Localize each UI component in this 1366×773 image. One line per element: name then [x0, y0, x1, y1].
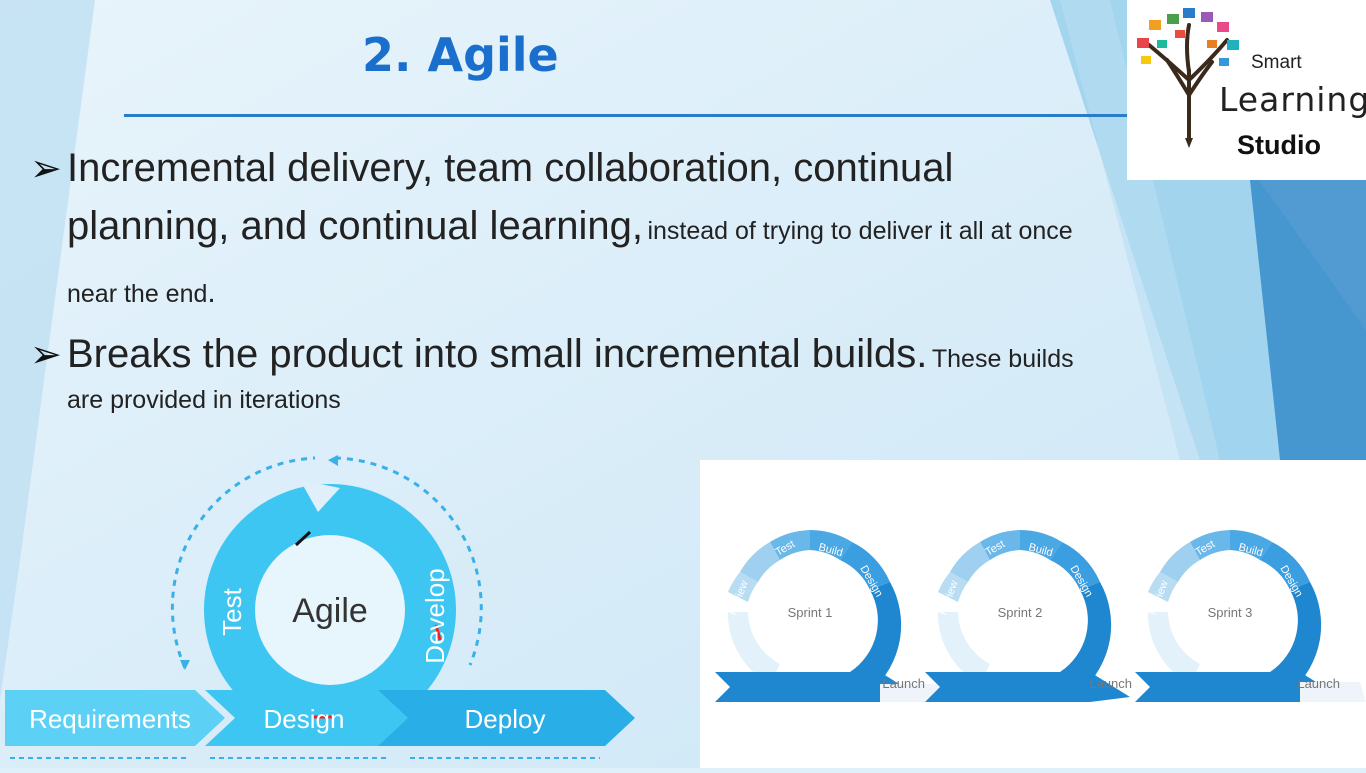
- slide-title: 2. Agile: [362, 28, 559, 82]
- sprint-2-label: Sprint 2: [998, 605, 1043, 620]
- bullet-1-large-text: planning, and continual learning,: [67, 204, 643, 248]
- bullet-1-line-2: planning, and continual learning, instea…: [67, 204, 1073, 249]
- ring-notch: [300, 480, 340, 512]
- tree-icon: [1137, 8, 1239, 148]
- requirements-arrow: [5, 690, 225, 746]
- bullet-1-small-end: near the end: [67, 280, 208, 308]
- sprint-diagram-panel: Sprint 1 Review Test Build Design Launch…: [700, 460, 1366, 768]
- bullet-arrow-icon: ➢: [30, 334, 62, 376]
- bullet-2-large-text: Breaks the product into small incrementa…: [67, 332, 928, 376]
- stage-deploy-label: Deploy: [465, 704, 546, 734]
- bullet-1-small-text: instead of trying to deliver it all at o…: [647, 217, 1073, 245]
- stage-design-label: Design: [264, 704, 345, 734]
- sprint-cycle-2: Sprint 2 Review Test Build Design Launch: [925, 530, 1132, 702]
- logo-studio: Studio: [1237, 130, 1321, 160]
- launch-label: Launch: [1297, 676, 1340, 691]
- title-underline: [124, 114, 1128, 117]
- bullet-1-line-1: Incremental delivery, team collaboration…: [67, 146, 954, 190]
- stage-requirements-label: Requirements: [29, 704, 191, 734]
- deploy-arrow: [378, 690, 635, 746]
- bullet-2-small-text: These builds: [931, 345, 1074, 373]
- stage-test-label: Test: [217, 587, 247, 635]
- logo-learning: Learning: [1219, 80, 1366, 119]
- bullet-arrow-icon: ➢: [30, 148, 62, 190]
- arc-arrowhead-icon: [180, 660, 190, 670]
- pen-mark: [434, 624, 442, 641]
- bullet-1-line-3: near the end.: [67, 276, 216, 310]
- agile-center-label: Agile: [292, 592, 368, 630]
- bullet-2-line-1: Breaks the product into small incrementa…: [67, 332, 1074, 377]
- sprint-cycle-3: Sprint 3 Review Test Build Design Launch: [1135, 530, 1366, 702]
- logo-smart: Smart: [1251, 52, 1302, 73]
- sprint-1-label: Sprint 1: [788, 605, 833, 620]
- sprint-cycle-1: Sprint 1 Review Test Build Design Launch: [715, 530, 1040, 702]
- stage-develop-label: Develop: [420, 568, 450, 663]
- logo: Smart Learning Studio: [1127, 0, 1366, 180]
- pen-mark: [294, 530, 312, 547]
- arc-arrowhead-icon: [328, 455, 338, 466]
- agile-cycle-diagram: Agile Test Develop Requirements Design D…: [5, 455, 635, 759]
- agile-center: [255, 535, 405, 685]
- launch-label: Launch: [882, 676, 925, 691]
- outer-dashed-arc-left: [170, 456, 316, 669]
- bullet-2-line-2: are provided in iterations: [67, 386, 341, 414]
- sprint-cycles-svg: Sprint 1 Review Test Build Design Launch…: [715, 530, 1366, 702]
- outer-dashed-arc-right: [334, 456, 483, 666]
- sprint-3-label: Sprint 3: [1208, 605, 1253, 620]
- launch-label: Launch: [1089, 676, 1132, 691]
- bullet-1-period: .: [207, 276, 216, 309]
